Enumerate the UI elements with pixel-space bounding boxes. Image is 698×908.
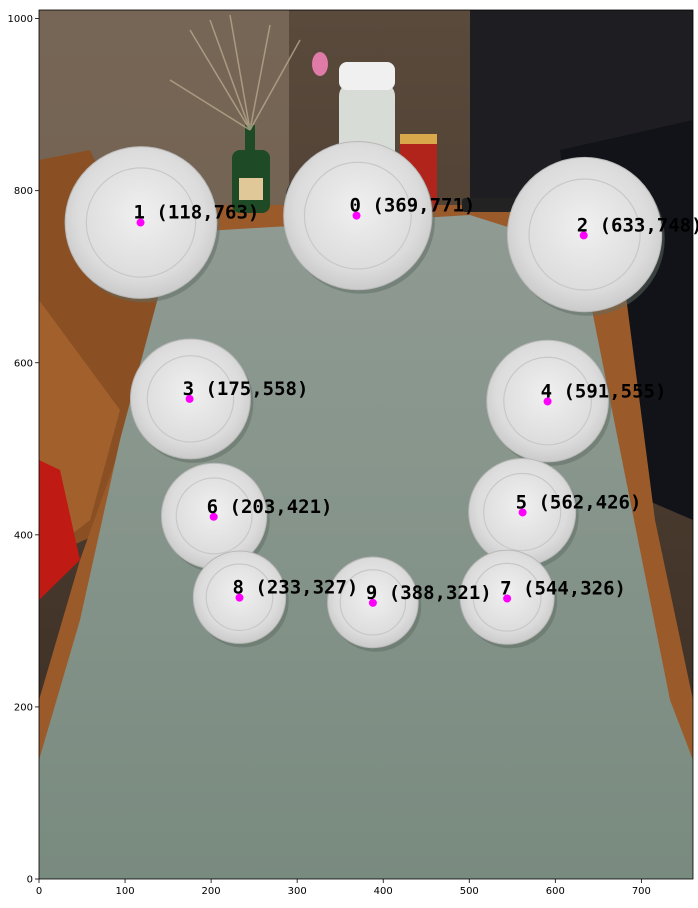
plate-rim (339, 569, 407, 636)
plates (64, 140, 665, 652)
detection-labels: 0 (369,771) 1 (118,763) 2 (633,748) 3 (175,… (134, 195, 698, 604)
flower (312, 52, 328, 76)
plate-rim (303, 161, 412, 270)
y-tick-label: 400 (14, 530, 33, 541)
plate-rim (85, 167, 197, 278)
center-dot-4 (543, 397, 552, 406)
detection-label-0: 0 (369,771) (350, 195, 476, 217)
phone (462, 198, 526, 212)
plate-rim (472, 562, 542, 632)
dining-table-photo (39, 10, 693, 879)
center-points (136, 211, 588, 607)
x-tick-label: 400 (374, 886, 393, 897)
y-tick-label: 0 (27, 875, 33, 886)
plate-rim (175, 477, 253, 555)
x-tick-label: 500 (460, 886, 479, 897)
y-tick-label: 200 (14, 702, 33, 713)
center-dot-2 (579, 231, 588, 240)
x-tick-label: 200 (202, 886, 221, 897)
x-tick-label: 600 (546, 886, 565, 897)
plate-rim (205, 563, 274, 632)
detection-label-5: 5 (562,426) (516, 491, 642, 513)
center-dot-0 (352, 211, 361, 220)
x-tick-label: 0 (36, 886, 42, 897)
detection-label-7: 7 (544,326) (500, 578, 626, 600)
center-dot-3 (185, 394, 194, 403)
plate-rim (483, 472, 562, 552)
detection-label-2: 2 (633,748) (577, 214, 698, 236)
detection-label-3: 3 (175,558) (183, 378, 309, 400)
y-tick-label: 600 (14, 358, 33, 369)
y-tick-label: 800 (14, 186, 33, 197)
detection-label-1: 1 (118,763) (134, 202, 260, 224)
plate-rim (146, 355, 235, 443)
center-dot-6 (209, 512, 218, 521)
dry-flowers (169, 14, 301, 131)
plate-rim (503, 356, 592, 446)
center-dot-5 (518, 508, 527, 517)
detection-label-9: 9 (388,321) (366, 582, 492, 604)
detection-label-8: 8 (233,327) (233, 577, 359, 599)
plate-rim (528, 178, 641, 291)
bottle-label (239, 178, 263, 200)
plot-frame (38, 9, 694, 880)
x-axis: 0 100 200 300 400 500 600 700 (36, 879, 651, 897)
detection-label-4: 4 (591,555) (541, 380, 667, 402)
center-dot-9 (368, 598, 377, 607)
x-tick-label: 100 (116, 886, 135, 897)
y-tick-label: 1000 (8, 14, 33, 25)
detection-label-6: 6 (203,421) (207, 496, 333, 518)
red-object (39, 460, 80, 600)
center-dot-8 (235, 593, 244, 602)
x-tick-label: 700 (632, 886, 651, 897)
center-dot-7 (503, 594, 512, 603)
center-dot-1 (136, 218, 145, 227)
x-tick-label: 300 (288, 886, 307, 897)
y-axis: 0 200 400 600 800 1000 (8, 14, 39, 886)
